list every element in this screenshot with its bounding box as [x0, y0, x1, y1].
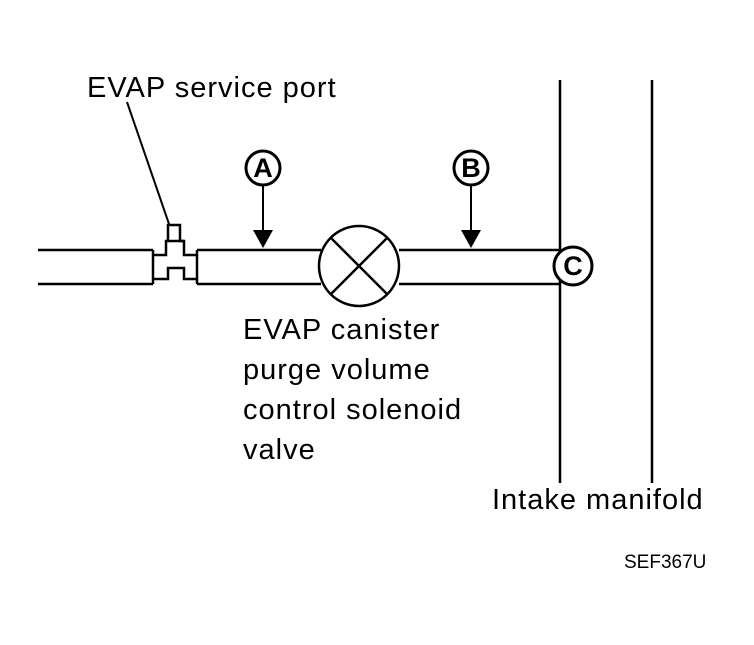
marker-a-letter: A: [253, 153, 273, 183]
intake-manifold-label: Intake manifold: [492, 484, 704, 516]
solenoid-valve-symbol: [317, 224, 401, 308]
marker-c: [552, 245, 594, 287]
marker-a: [244, 149, 282, 248]
service-port-leader: [126, 101, 170, 225]
valve-label-line-3: control solenoid: [243, 394, 463, 426]
marker-b: [452, 149, 490, 248]
service-port-fitting: [153, 223, 199, 284]
figure-code: SEF367U: [624, 552, 707, 573]
hose-section-a: [197, 248, 321, 286]
hose-section-b: [399, 248, 560, 286]
left-hose: [38, 248, 155, 286]
valve-label: EVAP canister purge volume control solen…: [243, 310, 462, 470]
valve-label-line-2: purge volume: [243, 354, 431, 386]
marker-b-letter: B: [461, 153, 481, 183]
valve-label-line-4: valve: [243, 434, 316, 466]
marker-c-letter: C: [563, 251, 583, 281]
valve-label-line-1: EVAP canister: [243, 314, 441, 346]
service-port-label: EVAP service port: [87, 72, 337, 104]
